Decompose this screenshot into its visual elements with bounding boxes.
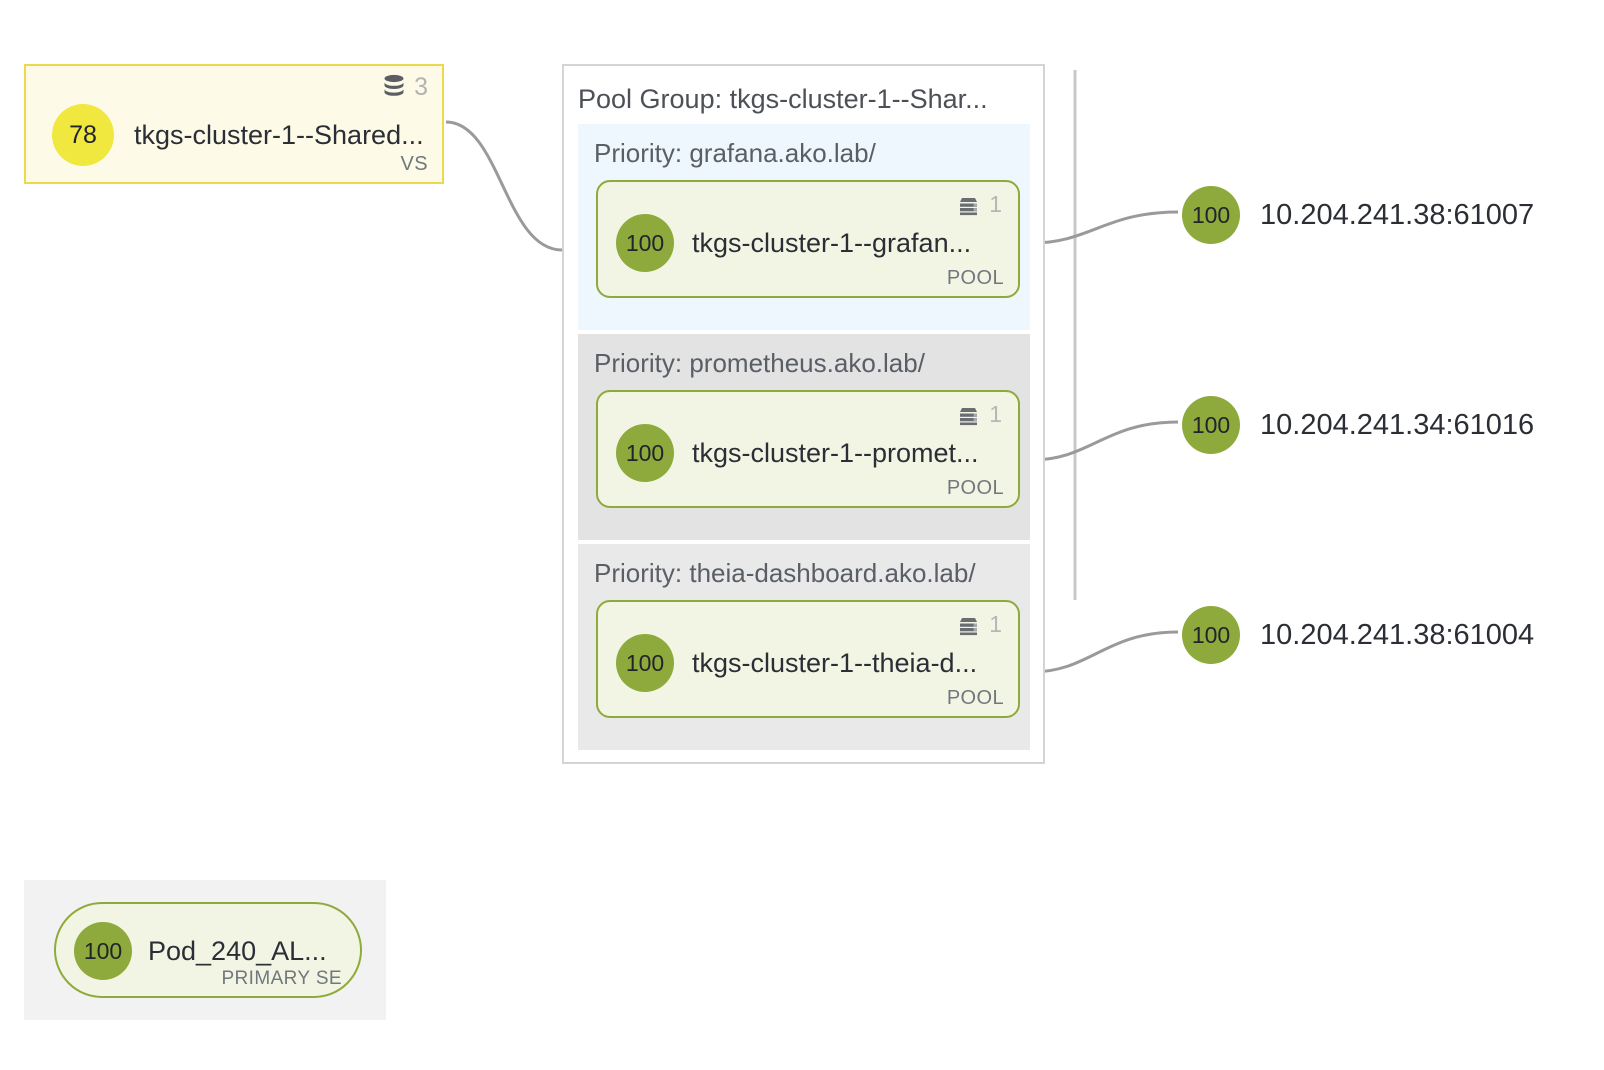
se-health-score: 100 [74,922,132,980]
edge-pool2-to-server2 [1031,420,1179,462]
vs-child-count: 3 [414,72,428,101]
virtual-service-node[interactable]: 3 78 tkgs-cluster-1--Shared... VS [24,64,444,184]
server-health-score: 100 [1182,396,1240,454]
pool-node-prometheus[interactable]: 1 100 tkgs-cluster-1--promet... POOL [596,390,1020,508]
priority-band-grafana[interactable]: Priority: grafana.ako.lab/ 1 100 tkgs-cl… [578,124,1030,330]
service-engine-group: 100 Pod_240_AL... PRIMARY SE [24,880,386,1020]
pool-server-count: 1 [989,401,1002,427]
se-type-label: PRIMARY SE [221,968,342,989]
pool-server-count-group: 1 [956,402,1002,427]
pool-type-label: POOL [946,477,1004,499]
pool-health-score: 100 [616,214,674,272]
vs-name: tkgs-cluster-1--Shared... [134,119,424,150]
pool-node-theia-dashboard[interactable]: 1 100 tkgs-cluster-1--theia-d... POOL [596,600,1020,718]
pool-server-count-group: 1 [956,612,1002,637]
server-address: 10.204.241.38:61007 [1260,198,1535,231]
pool-health-score: 100 [616,424,674,482]
edge-vs-to-poolgroup [445,120,563,252]
server-address: 10.204.241.38:61004 [1260,618,1535,651]
database-stack-icon [384,74,404,96]
vs-child-count-group: 3 [382,74,428,100]
pool-body: 100 tkgs-cluster-1--promet... [616,424,979,482]
edge-pool1-to-server1 [1031,210,1179,245]
pool-body: 100 tkgs-cluster-1--grafan... [616,214,971,272]
se-body: 100 Pod_240_AL... [74,922,327,980]
priority-label: Priority: grafana.ako.lab/ [594,138,876,168]
pool-server-count-group: 1 [956,192,1002,217]
server-rack-icon [960,618,978,636]
se-name: Pod_240_AL... [148,935,327,966]
vs-body: 78 tkgs-cluster-1--Shared... [52,104,424,166]
vs-type-label: VS [400,153,428,175]
server-node-1[interactable]: 100 10.204.241.38:61007 [1182,186,1534,244]
server-health-score: 100 [1182,606,1240,664]
priority-band-prometheus[interactable]: Priority: prometheus.ako.lab/ 1 100 tkgs… [578,334,1030,540]
server-node-3[interactable]: 100 10.204.241.38:61004 [1182,606,1534,664]
vs-health-score: 78 [52,104,114,166]
priority-label: Priority: prometheus.ako.lab/ [594,348,925,378]
pool-type-label: POOL [946,267,1004,289]
pool-server-count: 1 [989,191,1002,217]
server-node-2[interactable]: 100 10.204.241.34:61016 [1182,396,1534,454]
pool-name: tkgs-cluster-1--grafan... [692,227,972,258]
server-rack-icon [960,408,978,426]
pool-node-grafana[interactable]: 1 100 tkgs-cluster-1--grafan... POOL [596,180,1020,298]
priority-label: Priority: theia-dashboard.ako.lab/ [594,558,976,588]
edge-pool3-to-server3 [1031,630,1179,674]
server-rack-icon [960,198,978,216]
pool-group-title: Pool Group: tkgs-cluster-1--Shar... [578,84,988,114]
pool-server-count: 1 [989,611,1002,637]
service-engine-node[interactable]: 100 Pod_240_AL... PRIMARY SE [54,902,362,998]
pool-body: 100 tkgs-cluster-1--theia-d... [616,634,977,692]
server-address: 10.204.241.34:61016 [1260,408,1535,441]
priority-band-theia-dashboard[interactable]: Priority: theia-dashboard.ako.lab/ 1 100… [578,544,1030,750]
pool-name: tkgs-cluster-1--promet... [692,437,979,468]
pool-health-score: 100 [616,634,674,692]
server-health-score: 100 [1182,186,1240,244]
pool-type-label: POOL [946,687,1004,709]
pool-name: tkgs-cluster-1--theia-d... [692,647,978,678]
